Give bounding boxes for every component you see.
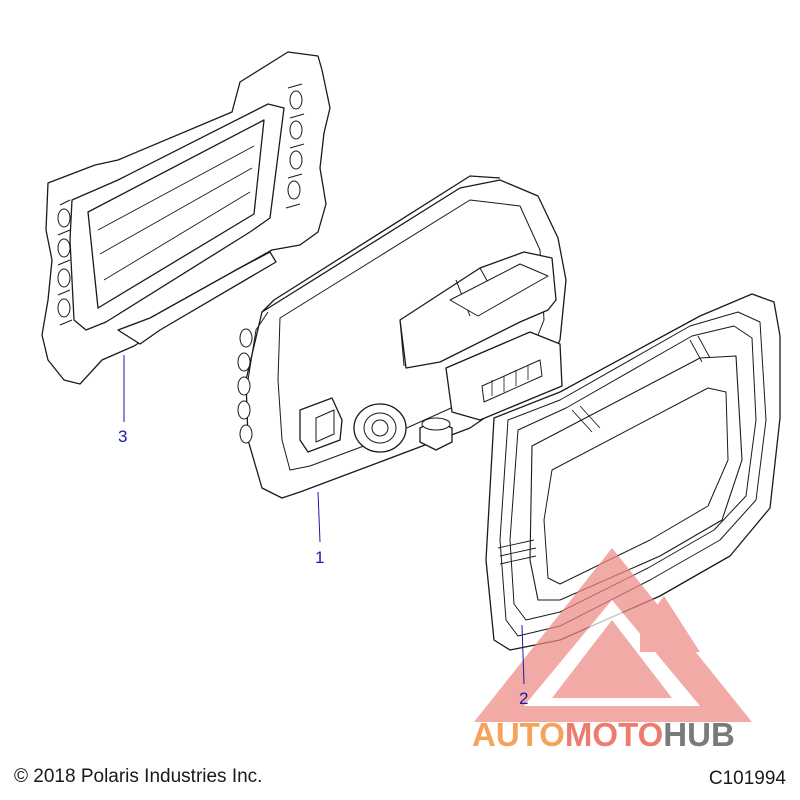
callout-leaders [123,355,525,685]
brand-part-auto: AUTO [472,716,565,753]
brand-part-hub: HUB [663,716,735,753]
leader-line-1 [317,491,321,543]
part-2-lens-gasket [485,293,781,651]
part-1-cluster-housing [237,175,567,499]
leader-line-2 [521,624,525,685]
callout-1: 1 [315,548,324,567]
part-3-bezel-frame [41,51,331,385]
diagram-code: C101994 [708,768,786,789]
brand-part-moto: MOTO [564,716,664,753]
watermark-logo-icon [474,548,752,722]
watermark-brand: AUTOMOTOHUB [472,716,735,754]
callout-3: 3 [118,427,127,446]
callout-2: 2 [519,689,528,708]
copyright-notice: © 2018 Polaris Industries Inc. [14,766,263,787]
